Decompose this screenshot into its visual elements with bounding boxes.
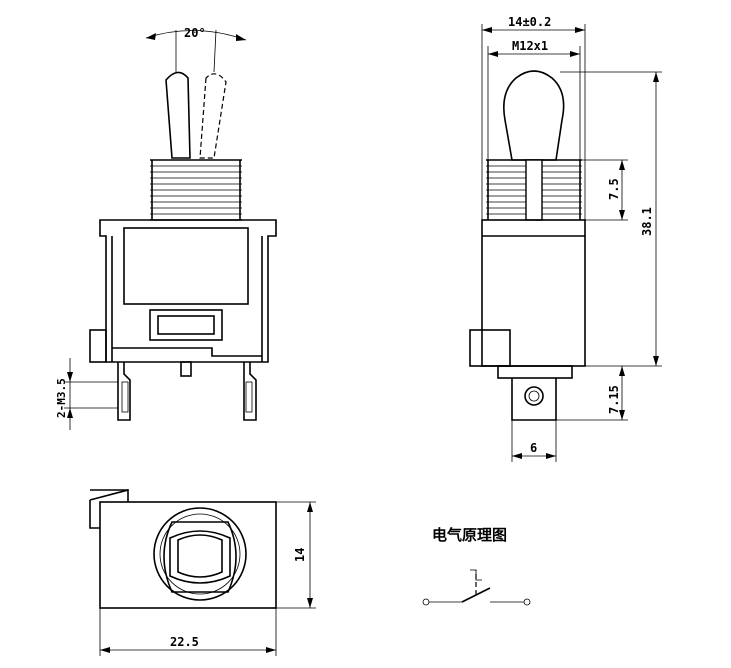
terminal-side (511, 378, 557, 421)
threaded-bushing (150, 159, 242, 221)
pin-label: 2-M3.5 (55, 378, 68, 418)
terminal-length-label: 7.15 (607, 385, 621, 414)
bottom-height-label: 14 (293, 548, 307, 562)
thread-length-label: 7.5 (607, 178, 621, 200)
switch-body-front (89, 219, 277, 377)
pin-dimension: 2-M3.5 (55, 358, 118, 430)
bottom-width-label: 22.5 (170, 635, 199, 649)
terminals-front (117, 362, 257, 421)
angle-label: 20° (184, 26, 206, 40)
switch-body-side (469, 219, 586, 379)
thread-label: M12x1 (512, 39, 548, 53)
front-view: 20° (55, 26, 277, 430)
switch-symbol (422, 569, 531, 606)
terminal-width-dimension: 6 (511, 420, 557, 462)
width-label: 14±0.2 (508, 15, 551, 29)
bottom-height-dimension: 14 (276, 501, 316, 609)
bottom-width-dimension: 22.5 (99, 608, 277, 656)
lever-side (503, 70, 565, 161)
terminal-length-dimension: 7.15 (556, 366, 628, 421)
schematic: 电气原理图 (422, 526, 531, 606)
thread-length-dimension: 7.5 (542, 159, 628, 221)
thread-dimension: M12x1 (487, 39, 581, 160)
terminal-width-label: 6 (530, 441, 537, 455)
threaded-bushing-side (486, 159, 582, 221)
bottom-view: 14 22.5 (89, 488, 316, 656)
height-label: 38.1 (640, 207, 654, 236)
lever-solid (165, 71, 191, 159)
schematic-title: 电气原理图 (432, 526, 507, 544)
side-view: 14±0.2 M12x1 (469, 15, 662, 462)
angle-dimension: 20° (145, 26, 247, 73)
width-dimension: 14±0.2 (481, 15, 586, 220)
height-dimension: 38.1 (560, 71, 662, 367)
lever-dashed (199, 73, 227, 159)
